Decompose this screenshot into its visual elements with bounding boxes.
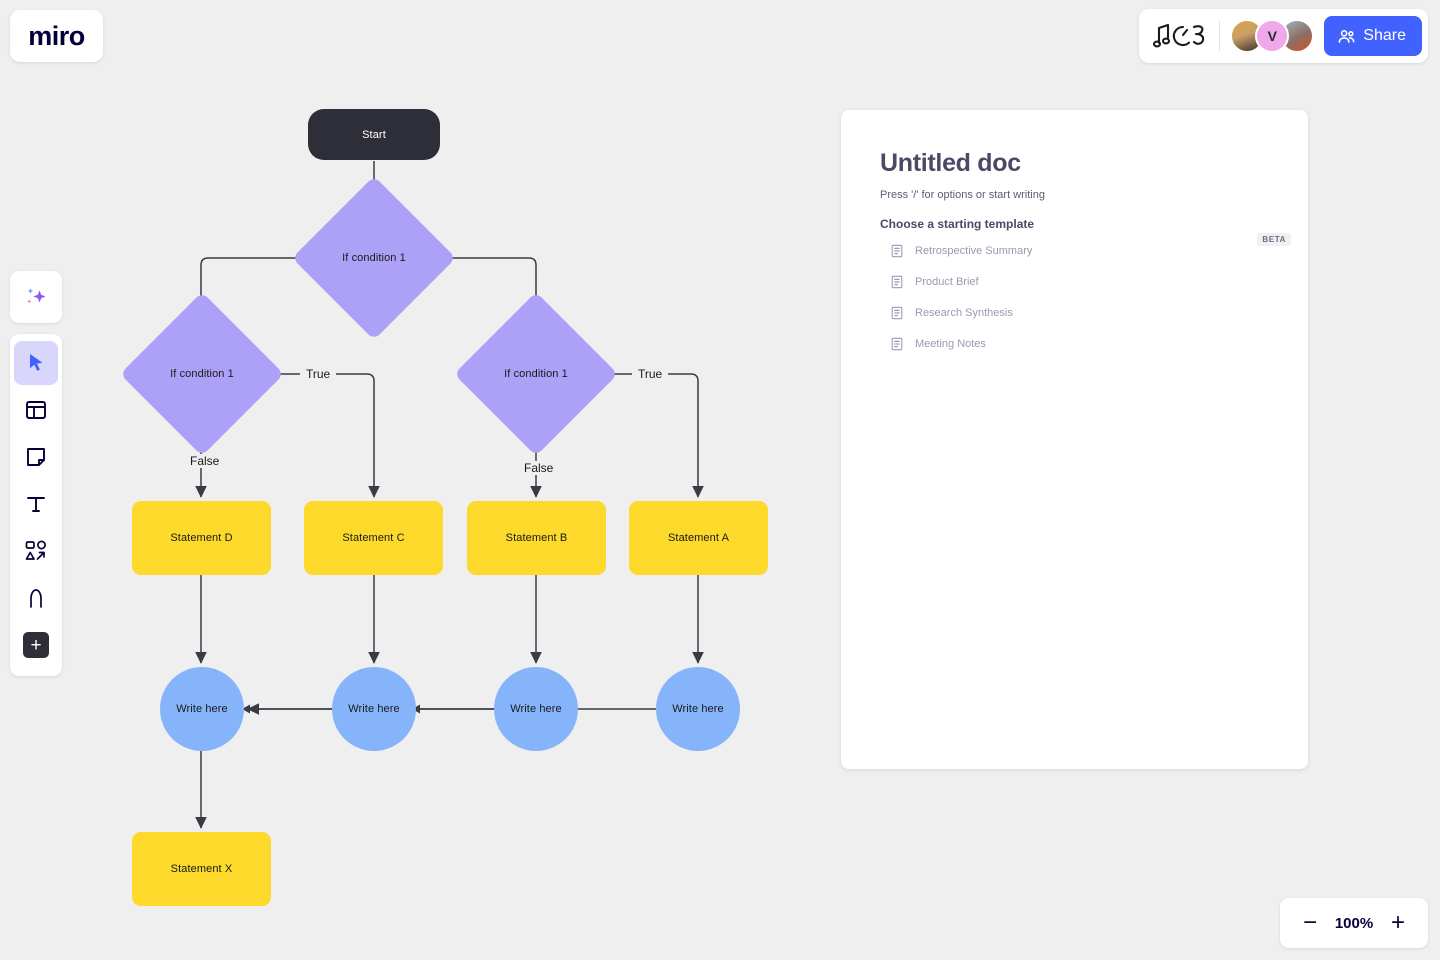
- doc-template-heading: Choose a starting template: [880, 217, 1035, 231]
- miro-logo[interactable]: miro: [10, 10, 103, 62]
- toolbar-item-shapes[interactable]: [14, 529, 58, 573]
- shapes-icon: [25, 540, 46, 560]
- avatar-group[interactable]: V: [1230, 19, 1315, 53]
- edge-label-false-left: False: [184, 454, 226, 468]
- share-label: Share: [1363, 27, 1406, 44]
- node-condition-right[interactable]: If condition 1: [453, 291, 619, 457]
- template-label: Meeting Notes: [915, 338, 986, 350]
- edge-label-true-right: True: [632, 367, 669, 381]
- avatar[interactable]: V: [1255, 19, 1290, 53]
- node-statement-c[interactable]: Statement C: [304, 501, 443, 575]
- template-item-retrospective-summary[interactable]: Retrospective Summary: [880, 244, 1269, 258]
- node-statement-d[interactable]: Statement D: [132, 501, 271, 575]
- template-item-meeting-notes[interactable]: Meeting Notes: [880, 337, 1269, 351]
- node-statement-x[interactable]: Statement X: [132, 832, 271, 906]
- node-statement-a[interactable]: Statement A: [629, 501, 768, 575]
- document-icon: [891, 306, 903, 320]
- people-icon: [1338, 29, 1355, 43]
- node-label: Start: [362, 128, 386, 141]
- zoom-level: 100%: [1334, 914, 1374, 932]
- node-start[interactable]: Start: [308, 109, 440, 160]
- zoom-out-button[interactable]: −: [1294, 907, 1326, 939]
- sparkle-icon: [27, 288, 46, 304]
- top-right-bar: V Share: [1139, 9, 1428, 63]
- edge-label-false-right: False: [518, 461, 560, 475]
- node-label: Statement A: [667, 532, 730, 544]
- text-icon: [27, 497, 45, 512]
- node-label: Write here: [348, 703, 400, 715]
- sticky-note-icon: [27, 448, 45, 466]
- node-write-here-3[interactable]: Write here: [494, 667, 578, 751]
- template-item-product-brief[interactable]: Product Brief: [880, 275, 1269, 289]
- pen-icon: [30, 589, 42, 608]
- document-panel[interactable]: BETA Untitled doc Press '/' for options …: [841, 110, 1308, 769]
- toolbar-item-templates[interactable]: [14, 388, 58, 432]
- node-write-here-1[interactable]: Write here: [160, 667, 244, 751]
- template-label: Retrospective Summary: [915, 245, 1033, 257]
- template-list: Retrospective Summary Product Brief Rese…: [880, 244, 1269, 351]
- document-icon: [891, 244, 903, 258]
- plus-icon: +: [23, 632, 49, 658]
- node-label: If condition 1: [342, 252, 406, 264]
- document-icon: [891, 275, 903, 289]
- divider: [1219, 21, 1221, 51]
- flowchart-connectors: [195, 161, 704, 829]
- toolbar-item-sticky-note[interactable]: [14, 435, 58, 479]
- zoom-control: − 100% +: [1280, 898, 1428, 948]
- cursor-icon: [30, 354, 43, 371]
- node-label: Statement X: [170, 863, 233, 875]
- document-icon: [891, 337, 903, 351]
- node-label: Statement B: [505, 532, 568, 544]
- node-write-here-2[interactable]: Write here: [332, 667, 416, 751]
- music-doodle-icon[interactable]: [1153, 19, 1209, 53]
- node-condition-top[interactable]: If condition 1: [291, 175, 457, 341]
- doc-hint[interactable]: Press '/' for options or start writing: [880, 189, 1045, 201]
- template-item-research-synthesis[interactable]: Research Synthesis: [880, 306, 1269, 320]
- beta-badge: BETA: [1257, 233, 1291, 246]
- template-label: Product Brief: [915, 276, 979, 288]
- template-icon: [26, 401, 46, 419]
- left-toolbar: +: [10, 334, 62, 676]
- logo-text: miro: [28, 20, 85, 51]
- node-write-here-4[interactable]: Write here: [656, 667, 740, 751]
- node-condition-left[interactable]: If condition 1: [119, 291, 285, 457]
- edge-label-true-left: True: [300, 367, 337, 381]
- toolbar-item-select[interactable]: [14, 341, 58, 385]
- zoom-in-button[interactable]: +: [1382, 907, 1414, 939]
- doc-title[interactable]: Untitled doc: [880, 149, 1021, 177]
- node-label: Statement C: [342, 532, 405, 544]
- node-label: If condition 1: [170, 368, 234, 380]
- template-label: Research Synthesis: [915, 307, 1013, 319]
- node-label: Write here: [510, 703, 562, 715]
- flowchart-canvas[interactable]: Start If condition 1 If condition 1 If c…: [0, 0, 900, 960]
- toolbar-item-text[interactable]: [14, 482, 58, 526]
- node-label: If condition 1: [504, 368, 568, 380]
- node-statement-b[interactable]: Statement B: [467, 501, 606, 575]
- toolbar-item-more[interactable]: +: [14, 623, 58, 667]
- toolbar-item-pen[interactable]: [14, 576, 58, 620]
- toolbar-item-ai-sparkle[interactable]: [10, 271, 62, 323]
- node-label: Write here: [672, 703, 724, 715]
- share-button[interactable]: Share: [1324, 16, 1422, 56]
- node-label: Write here: [176, 703, 228, 715]
- node-label: Statement D: [170, 532, 233, 544]
